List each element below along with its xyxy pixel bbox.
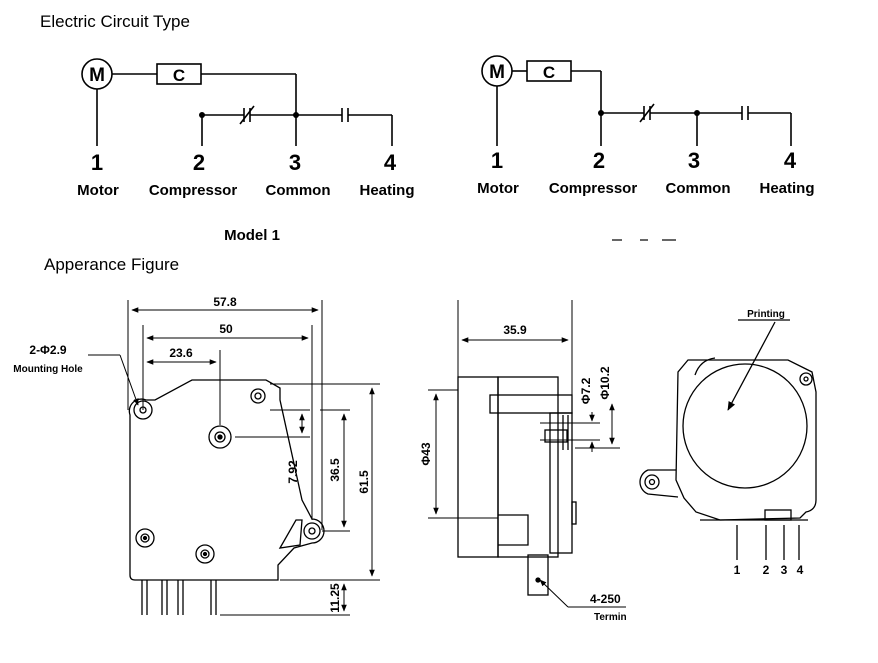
motor-symbol: M bbox=[89, 65, 105, 86]
junction-dot bbox=[598, 110, 604, 116]
dim-7-92: 7.92 bbox=[286, 460, 300, 484]
terminal-label: Heating bbox=[359, 182, 414, 199]
dim-overall-width: 57.8 bbox=[213, 295, 237, 309]
terminal-number: 2 bbox=[193, 150, 205, 175]
terminal-number: 1 bbox=[91, 150, 103, 175]
dim-61-5: 61.5 bbox=[357, 470, 371, 494]
terminal-number: 3 bbox=[688, 148, 700, 173]
dim-diameter-7-2: Φ7.2 bbox=[579, 377, 593, 404]
circuit-model-2 bbox=[481, 55, 792, 146]
rear-pin-label: 2 bbox=[763, 563, 770, 577]
terminal-label: Termin bbox=[594, 612, 627, 623]
dim-width-23-6: 23.6 bbox=[169, 346, 193, 360]
terminal-number: 2 bbox=[593, 148, 605, 173]
rear-pin-label: 3 bbox=[781, 563, 788, 577]
side-dimensions bbox=[428, 300, 626, 608]
rear-body-outline bbox=[675, 359, 817, 521]
rear-view bbox=[639, 319, 817, 560]
motor-symbol: M bbox=[489, 62, 505, 83]
junction-dot bbox=[199, 112, 205, 118]
front-view bbox=[128, 379, 325, 615]
capacitor-symbol: C bbox=[173, 66, 185, 85]
terminal-label: Heating bbox=[759, 180, 814, 197]
circuit-model-1 bbox=[81, 58, 393, 146]
rear-pin-label: 4 bbox=[797, 563, 804, 577]
terminal-number: 4 bbox=[784, 148, 797, 173]
front-body-outline bbox=[128, 379, 325, 581]
terminal-number: 1 bbox=[491, 148, 503, 173]
terminal-label: Motor bbox=[477, 180, 519, 197]
dim-diameter-10-2: Φ10.2 bbox=[598, 366, 612, 400]
terminal-label: Compressor bbox=[549, 180, 638, 197]
terminal-label: Compressor bbox=[149, 182, 238, 199]
side-view bbox=[457, 376, 577, 596]
side-body bbox=[457, 376, 499, 558]
appearance-heading: Apperance Figure bbox=[44, 255, 180, 274]
junction-dot bbox=[293, 112, 299, 118]
terminal-label: Common bbox=[666, 180, 731, 197]
rear-pin-label: 1 bbox=[734, 563, 741, 577]
circuit-heading: Electric Circuit Type bbox=[40, 12, 190, 31]
terminal-label: Common bbox=[266, 182, 331, 199]
mounting-hole-label: Mounting Hole bbox=[13, 364, 83, 375]
terminal-label: Motor bbox=[77, 182, 119, 199]
dim-11-25: 11.25 bbox=[328, 583, 342, 613]
dim-width-50: 50 bbox=[219, 322, 233, 336]
capacitor-symbol: C bbox=[543, 63, 555, 82]
mounting-hole-spec: 2-Φ2.9 bbox=[29, 343, 67, 357]
front-dimensions bbox=[88, 300, 380, 616]
model-caption: Model 1 bbox=[224, 227, 280, 244]
dim-36-5: 36.5 bbox=[328, 458, 342, 482]
dim-depth: 35.9 bbox=[503, 323, 527, 337]
rear-dial bbox=[682, 363, 808, 489]
terminal-number: 3 bbox=[289, 150, 301, 175]
junction-dot bbox=[694, 110, 700, 116]
dim-diameter-43: Φ43 bbox=[419, 442, 433, 466]
terminal-number: 4 bbox=[384, 150, 397, 175]
terminal-spec: 4-250 bbox=[590, 592, 621, 606]
printing-label: Printing bbox=[747, 309, 785, 320]
